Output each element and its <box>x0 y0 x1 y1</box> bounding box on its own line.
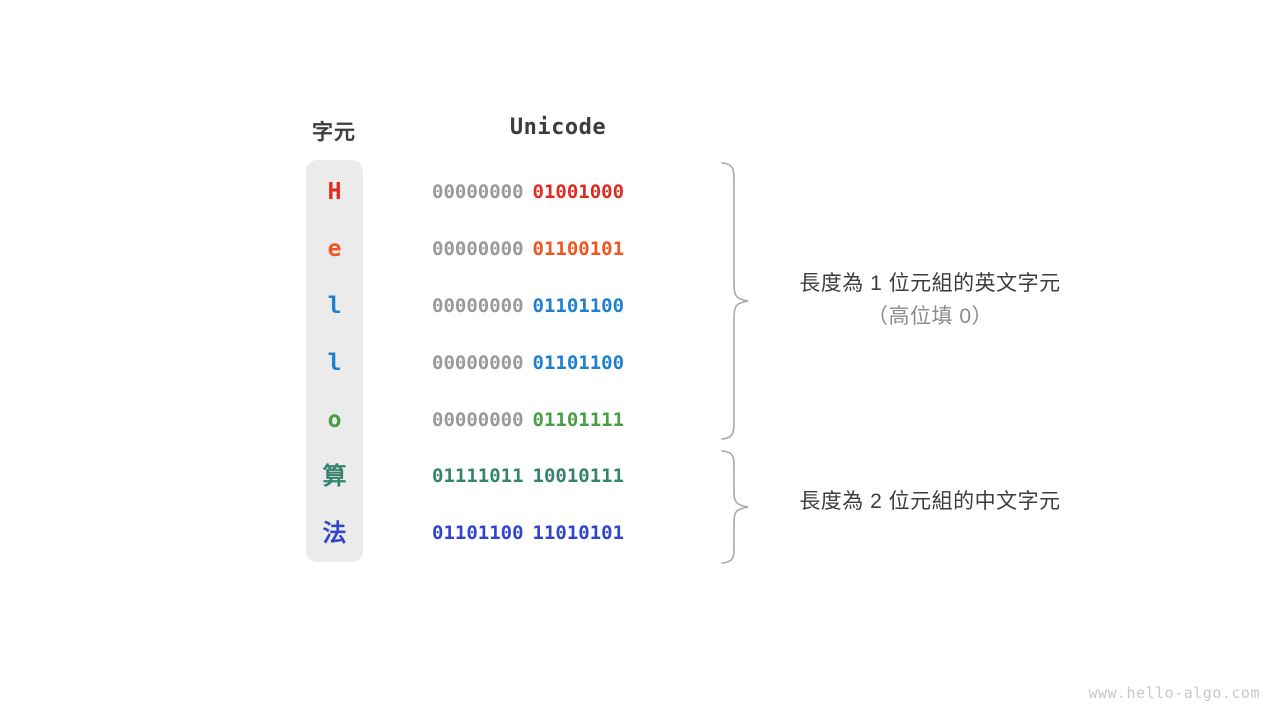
binary-row: 00000000 01101100 <box>432 292 684 320</box>
binary-high-byte: 00000000 <box>432 409 524 431</box>
annotation-chinese-group: 長度為 2 位元組的中文字元 <box>735 486 1125 518</box>
binary-high-byte: 00000000 <box>432 181 524 203</box>
character-cell: H <box>327 179 342 205</box>
binary-high-byte: 01111011 <box>432 465 524 487</box>
annotation-english-main: 長度為 1 位元組的英文字元 <box>799 272 1061 295</box>
binary-low-byte: 01100101 <box>532 238 625 260</box>
character-cell: e <box>327 236 342 262</box>
binary-high-byte: 00000000 <box>432 238 524 260</box>
binary-high-byte: 01101100 <box>432 522 524 544</box>
character-cell: l <box>327 293 342 319</box>
brace-english-group-icon <box>721 162 749 440</box>
watermark: www.hello-algo.com <box>1088 684 1260 702</box>
brace-chinese-group-icon <box>721 450 749 564</box>
binary-low-byte: 01101100 <box>532 352 625 374</box>
binary-low-byte: 01001000 <box>532 181 625 203</box>
annotation-chinese-main: 長度為 2 位元組的中文字元 <box>799 490 1061 513</box>
binary-row: 01111011 10010111 <box>432 462 684 490</box>
binary-row: 00000000 01101111 <box>432 406 684 434</box>
character-cell: 算 <box>322 462 347 490</box>
character-cell: o <box>327 407 342 433</box>
binary-high-byte: 00000000 <box>432 352 524 374</box>
binary-row: 00000000 01001000 <box>432 178 684 206</box>
binary-low-byte: 11010101 <box>532 522 625 544</box>
binary-row: 00000000 01100101 <box>432 235 684 263</box>
binary-row: 01101100 11010101 <box>432 519 684 547</box>
column-header-character: 字元 <box>312 121 356 144</box>
character-cell: l <box>327 350 342 376</box>
annotation-english-sub: （高位填 0） <box>866 305 993 328</box>
binary-low-byte: 01101100 <box>532 295 625 317</box>
binary-low-byte: 10010111 <box>532 465 625 487</box>
binary-high-byte: 00000000 <box>432 295 524 317</box>
binary-low-byte: 01101111 <box>532 409 625 431</box>
character-cell: 法 <box>322 519 347 547</box>
binary-row: 00000000 01101100 <box>432 349 684 377</box>
annotation-english-group: 長度為 1 位元組的英文字元 （高位填 0） <box>735 268 1125 334</box>
column-header-unicode: Unicode <box>509 115 607 140</box>
